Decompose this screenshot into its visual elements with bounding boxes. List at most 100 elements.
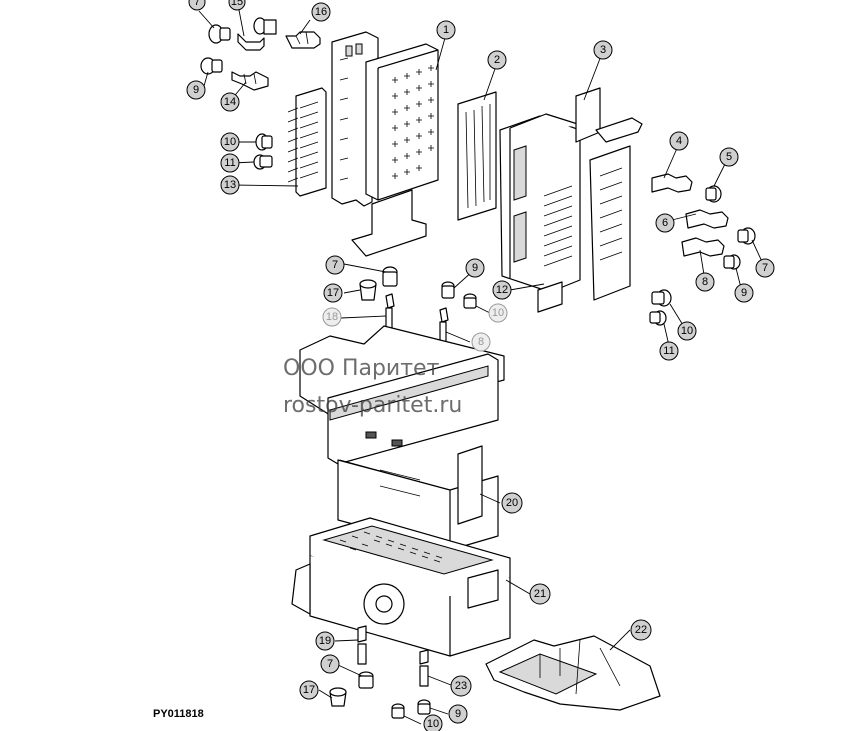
svg-text:5: 5	[726, 151, 732, 163]
terminal-block-3	[499, 87, 643, 313]
svg-text:10: 10	[492, 307, 504, 319]
watermark-site: rostov-paritet.ru	[283, 393, 463, 418]
callout-1: 1	[436, 20, 456, 40]
svg-text:8: 8	[478, 336, 484, 348]
callout-8-mid: 8	[471, 332, 491, 352]
svg-text:15: 15	[231, 0, 243, 8]
svg-text:7: 7	[194, 0, 200, 8]
svg-text:12: 12	[496, 284, 508, 296]
callout-4: 4	[669, 131, 689, 151]
callout-23: 23	[450, 675, 472, 697]
callout-20: 20	[501, 492, 523, 514]
svg-text:3: 3	[600, 44, 606, 56]
terminal-23	[419, 649, 429, 687]
callout-7-bottom: 7	[320, 654, 340, 674]
svg-text:10: 10	[681, 325, 693, 337]
callout-18: 18	[322, 307, 342, 327]
svg-text:9: 9	[472, 262, 478, 274]
terminal-block-1	[331, 31, 439, 257]
callout-6: 6	[655, 213, 675, 233]
svg-text:10: 10	[427, 718, 439, 730]
svg-text:17: 17	[303, 684, 315, 696]
seal-17-mid	[359, 279, 377, 301]
callout-9-top: 9	[186, 80, 206, 100]
callout-22: 22	[630, 619, 652, 641]
svg-text:11: 11	[663, 345, 674, 357]
callout-17-bottom: 17	[299, 680, 319, 700]
svg-text:7: 7	[332, 259, 338, 271]
seal-strip-2	[457, 91, 497, 221]
svg-text:19: 19	[319, 635, 331, 647]
seal-10-right	[651, 289, 672, 307]
callout-9-bottom: 9	[448, 704, 468, 724]
svg-text:7: 7	[762, 262, 768, 274]
svg-text:20: 20	[506, 497, 518, 509]
svg-text:4: 4	[676, 135, 682, 147]
callout-10-left: 10	[220, 132, 240, 152]
reference-code: PY011818	[153, 708, 204, 720]
seal-10-left	[255, 133, 273, 151]
svg-text:21: 21	[534, 588, 546, 600]
callout-12: 12	[492, 280, 512, 300]
seal-11-right	[649, 310, 667, 326]
svg-text:10: 10	[224, 136, 236, 148]
svg-text:6: 6	[662, 217, 668, 229]
svg-text:2: 2	[494, 54, 500, 66]
cover-22	[485, 635, 661, 711]
watermark-company: ООО Паритет	[283, 356, 440, 381]
callout-9-right: 9	[734, 283, 754, 303]
callout-8-right: 8	[695, 272, 715, 292]
seal-10-mid	[463, 293, 477, 309]
svg-text:22: 22	[635, 624, 647, 636]
svg-text:9: 9	[455, 708, 461, 720]
seal-plug-7-mid	[382, 266, 398, 287]
callout-17-mid: 17	[323, 283, 343, 303]
svg-text:9: 9	[741, 287, 747, 299]
callout-21: 21	[529, 583, 551, 605]
terminal-8-right	[681, 237, 725, 257]
callout-10-right: 10	[677, 321, 697, 341]
seal-plug-9-mid	[441, 281, 455, 299]
svg-text:18: 18	[326, 311, 338, 323]
terminal-15	[237, 17, 277, 51]
seal-plug-7-bottom	[358, 671, 374, 689]
seal-17-bottom	[329, 687, 347, 707]
terminal-14	[231, 71, 269, 91]
callout-19: 19	[315, 631, 335, 651]
seal-plug-7-right	[737, 227, 756, 245]
seal-plug-9-bottom	[417, 699, 431, 715]
terminal-19	[357, 625, 367, 665]
callout-10-bottom: 10	[423, 714, 443, 731]
connector-base-21	[291, 517, 511, 657]
svg-text:8: 8	[702, 276, 708, 288]
svg-text:11: 11	[224, 157, 235, 169]
callout-13: 13	[220, 175, 240, 195]
svg-text:14: 14	[224, 96, 236, 108]
svg-text:1: 1	[443, 24, 449, 36]
callout-11-right: 11	[659, 341, 679, 361]
callout-14: 14	[220, 92, 240, 112]
svg-text:23: 23	[455, 680, 467, 692]
callout-9-mid: 9	[465, 258, 485, 278]
terminal-18	[385, 293, 395, 333]
terminal-8-mid	[439, 307, 449, 345]
callout-7-top: 7	[188, 0, 206, 11]
callout-16: 16	[311, 2, 331, 22]
terminal-16	[285, 31, 321, 49]
callout-5: 5	[719, 147, 739, 167]
svg-text:17: 17	[327, 287, 339, 299]
terminal-6	[685, 209, 729, 229]
svg-text:16: 16	[315, 6, 327, 18]
callout-3: 3	[593, 40, 613, 60]
svg-text:7: 7	[327, 658, 333, 670]
callout-7-mid: 7	[325, 255, 345, 275]
callout-10-mid: 10	[488, 303, 508, 323]
callout-11-left: 11	[220, 153, 240, 173]
seal-plug-7-top	[208, 24, 231, 44]
callout-7-right: 7	[755, 258, 775, 278]
seal-plug-9-right	[723, 254, 741, 270]
svg-text:9: 9	[193, 84, 199, 96]
svg-text:13: 13	[224, 179, 236, 191]
